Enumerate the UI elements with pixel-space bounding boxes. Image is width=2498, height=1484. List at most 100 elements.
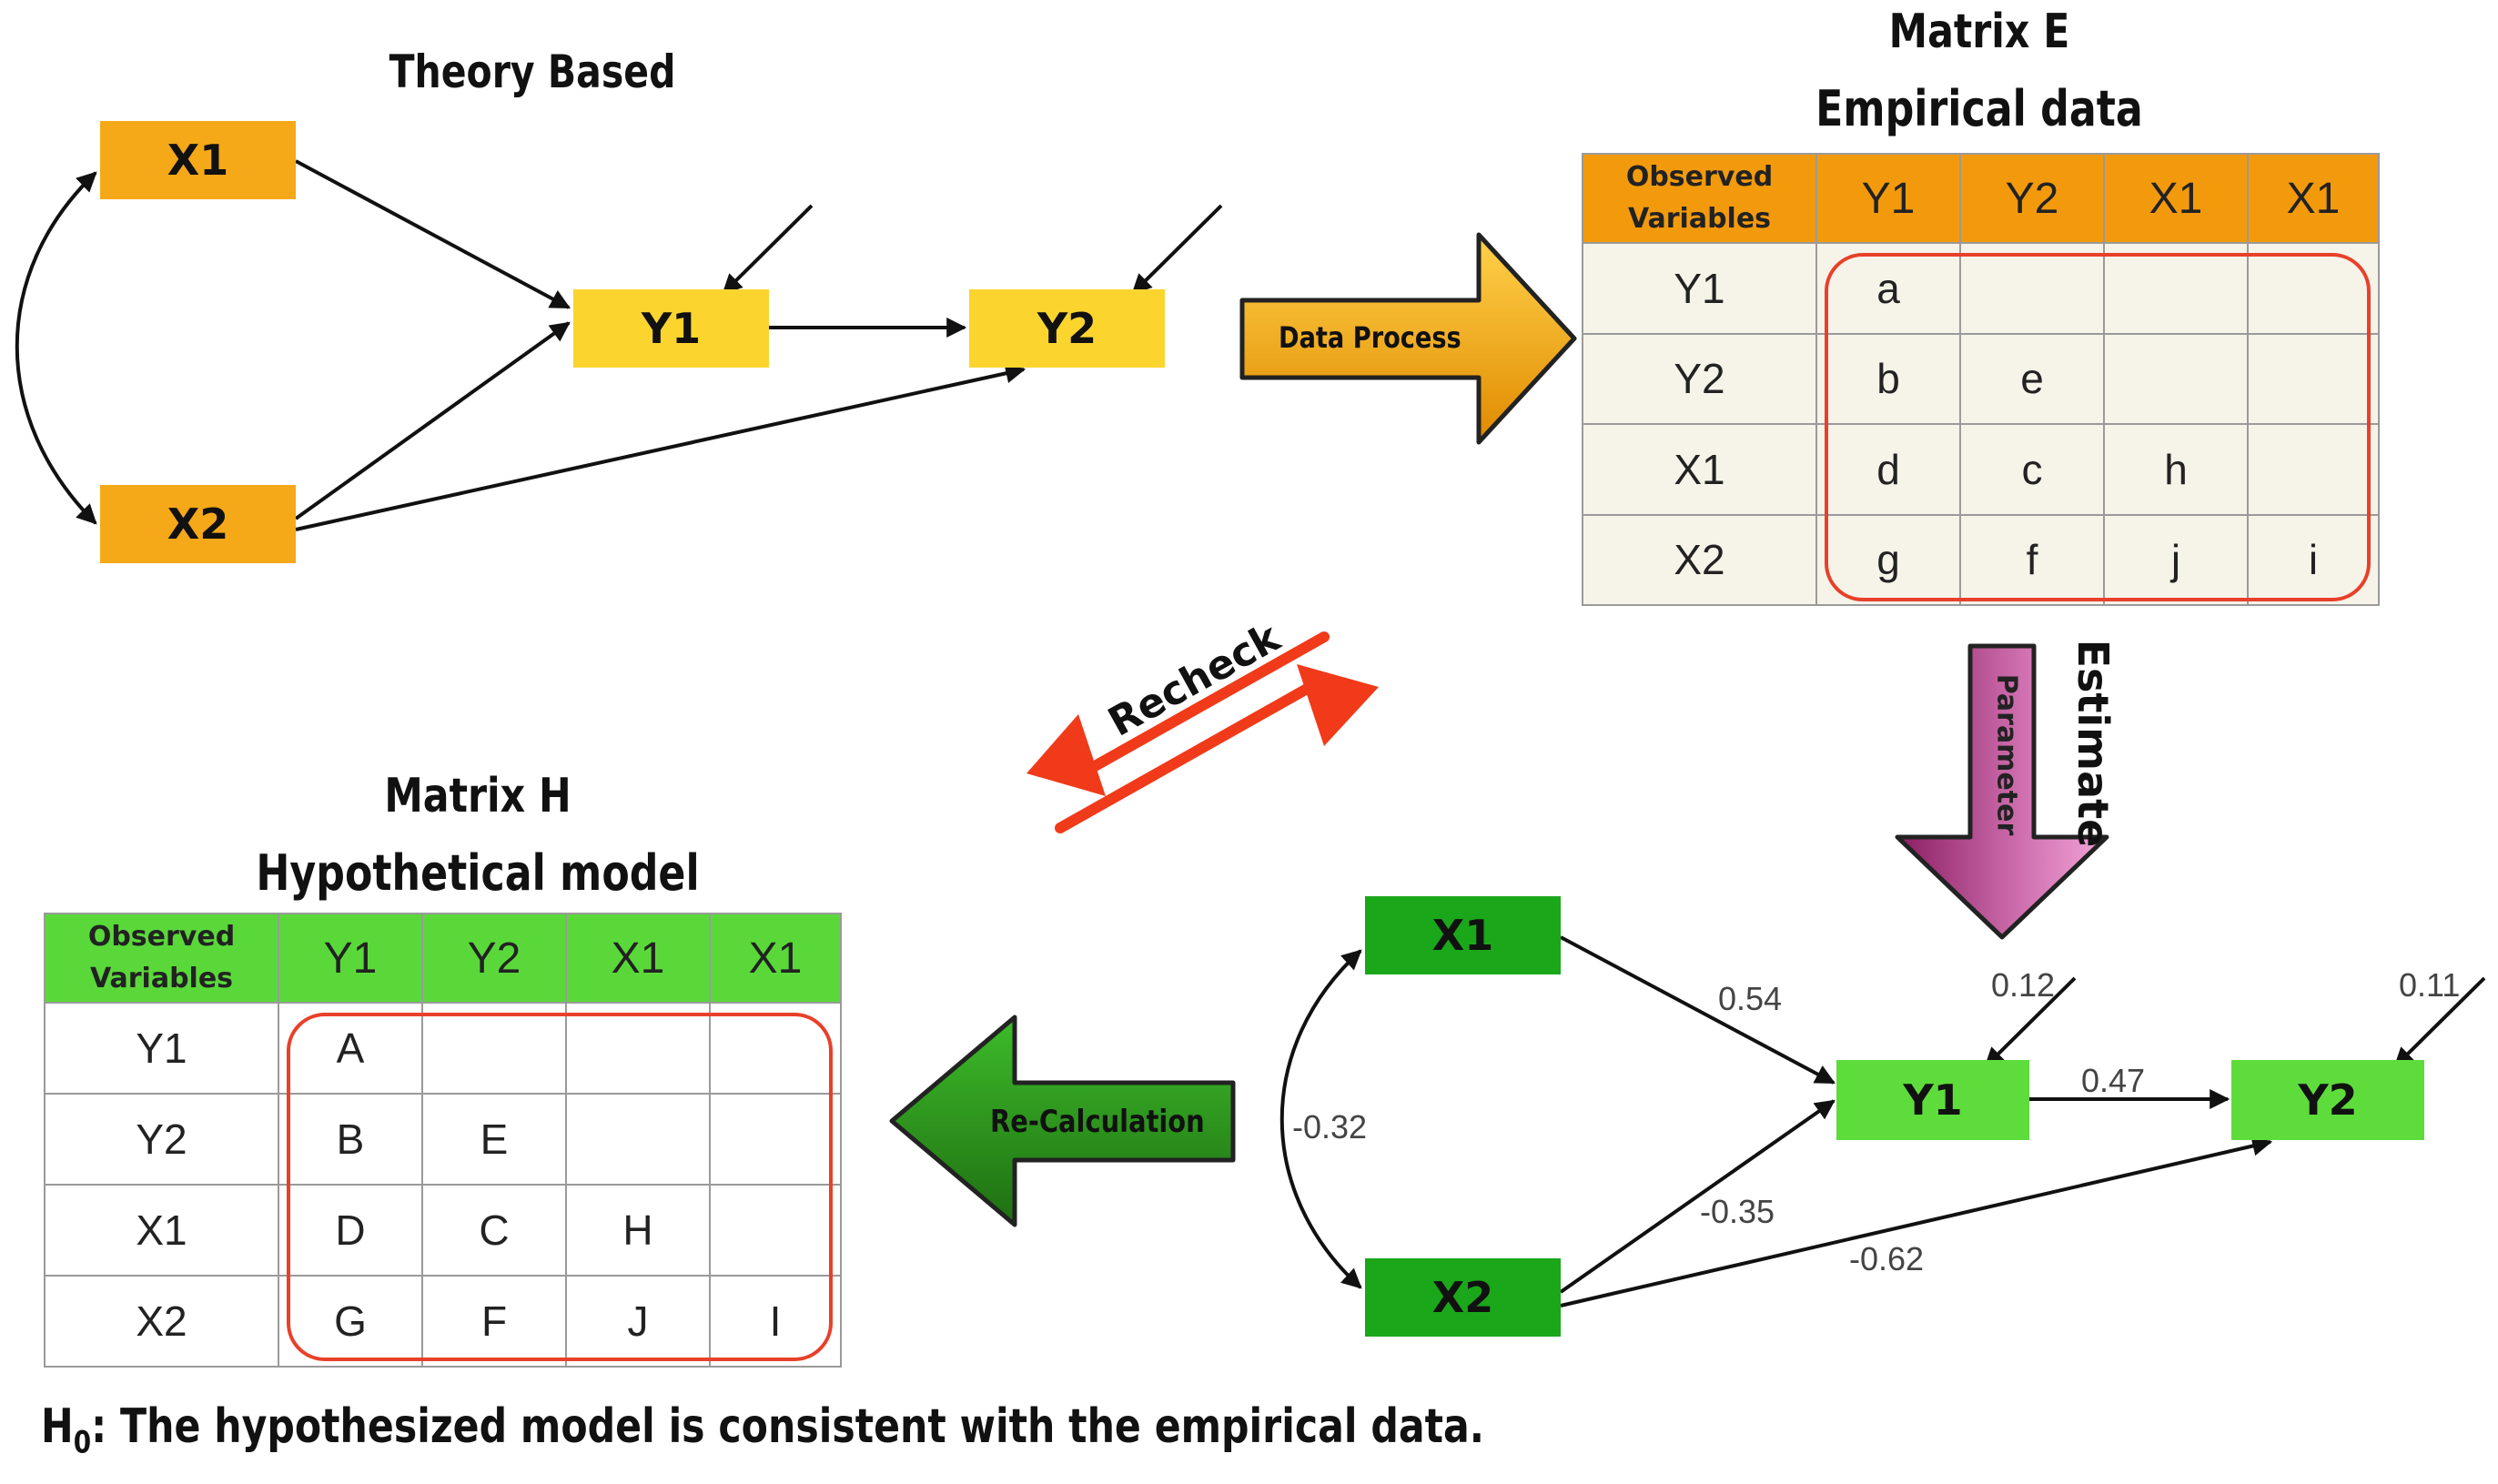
matrix-e-row-label: Y2	[1582, 332, 1817, 425]
data-process-label: Data Process	[1279, 320, 1461, 355]
recheck-arrow	[1055, 631, 1330, 833]
coef-x1-x2: -0.32	[1292, 1108, 1368, 1146]
coef-x2-y1: -0.35	[1700, 1193, 1775, 1230]
estimated-node-y1: Y1	[1836, 1060, 2029, 1140]
est-error-arrow-y1	[1984, 976, 2077, 1068]
matrix-e-col-header: Y1	[1815, 153, 1961, 244]
matrix-e-row: Y2 b e	[1582, 332, 2380, 425]
matrix-h-cell	[709, 1093, 842, 1186]
matrix-h-title: Matrix H	[384, 769, 571, 823]
matrix-e-row-label: Y1	[1582, 242, 1817, 335]
matrix-e-row: Y1 a	[1582, 242, 2380, 335]
estimate-parameter-arrow	[1895, 643, 2109, 940]
matrix-h-row-label: X1	[44, 1184, 279, 1277]
matrix-h-row: Y2 B E	[44, 1093, 842, 1186]
matrix-e-row-label: X2	[1582, 513, 1817, 606]
matrix-e-cell	[2103, 242, 2249, 335]
coef-error-y2: 0.11	[2399, 966, 2461, 1004]
matrix-e-cell: e	[1959, 332, 2105, 425]
matrix-h-cell: F	[421, 1275, 567, 1368]
matrix-h-subtitle: Hypothetical model	[256, 844, 700, 902]
coef-error-y1: 0.12	[1991, 966, 2056, 1004]
matrix-h-cell	[565, 1002, 711, 1095]
error-arrow-y2	[1131, 204, 1223, 295]
matrix-h-row: X2 G F J I	[44, 1275, 842, 1368]
matrix-h-cell: H	[565, 1184, 711, 1277]
coef-x2-y2: -0.62	[1849, 1240, 1925, 1277]
est-path-x2-y2	[1560, 1136, 2273, 1307]
theory-model-title: Theory Based	[389, 45, 676, 98]
matrix-e-cell	[1959, 242, 2105, 335]
matrix-h-cell: J	[565, 1275, 711, 1368]
matrix-h-row-label: Y1	[44, 1002, 279, 1095]
matrix-h-col-header: Y2	[421, 913, 567, 1004]
matrix-e-subtitle: Empirical data	[1815, 80, 2143, 137]
estimated-node-x2: X2	[1365, 1258, 1561, 1337]
hypothesis-statement: H0: The hypothesized model is consistent…	[41, 1399, 1484, 1460]
error-arrow-y1	[722, 204, 814, 295]
path-x1-y1	[295, 159, 571, 309]
matrix-h-row-label: X2	[44, 1275, 279, 1368]
hypothesis-symbol: H	[41, 1399, 74, 1454]
est-path-x1-y1	[1560, 935, 1836, 1085]
matrix-h-cell: E	[421, 1093, 567, 1186]
matrix-h-cell: I	[709, 1275, 842, 1368]
matrix-e-cell: f	[1959, 513, 2105, 606]
matrix-e-cell	[2247, 423, 2380, 516]
matrix-e-cell	[2103, 332, 2249, 425]
matrix-h-highlight-ring	[287, 1013, 833, 1361]
recheck-arrowheads	[1027, 664, 1379, 796]
matrix-h-col-header: X1	[565, 913, 711, 1004]
parameter-label: Parameter	[1990, 673, 2023, 836]
theory-connectors	[15, 159, 1223, 531]
matrix-h-col-header: Y1	[278, 913, 423, 1004]
matrix-h-row: X1 D C H	[44, 1184, 842, 1277]
coef-x1-y1: 0.54	[1718, 980, 1783, 1017]
est-error-arrow-y2	[2393, 976, 2486, 1068]
matrix-e-col-header: Y2	[1959, 153, 2105, 244]
path-x2-y1	[294, 321, 571, 520]
matrix-e-cell: j	[2103, 513, 2249, 606]
path-x2-y2	[295, 363, 1027, 531]
matrix-e-cell	[2247, 332, 2380, 425]
theory-node-y1: Y1	[573, 289, 769, 368]
coef-y1-y2: 0.47	[2081, 1062, 2146, 1099]
hypothesis-text: : The hypothesized model is consistent w…	[91, 1399, 1484, 1454]
matrix-e-highlight-ring	[1825, 253, 2371, 601]
est-covariance-x1-x2	[1279, 949, 1362, 1289]
matrix-e-cell: b	[1815, 332, 1961, 425]
matrix-e-col-header: X1	[2247, 153, 2380, 244]
matrix-h-cell	[421, 1002, 567, 1095]
data-process-arrow	[1239, 232, 1577, 445]
estimated-node-y2: Y2	[2231, 1060, 2424, 1140]
hypothesis-subscript: 0	[73, 1424, 92, 1461]
theory-node-y2: Y2	[969, 289, 1165, 368]
matrix-e-cell: c	[1959, 423, 2105, 516]
matrix-e-col-header: X1	[2103, 153, 2249, 244]
matrix-h-cell	[565, 1093, 711, 1186]
matrix-e-row-label: X1	[1582, 423, 1817, 516]
matrix-h-col-header: X1	[709, 913, 842, 1004]
matrix-e-title: Matrix E	[1888, 5, 2070, 59]
theory-node-x1: X1	[100, 121, 296, 199]
re-calculation-arrow	[889, 1015, 1236, 1227]
matrix-h-cell: C	[421, 1184, 567, 1277]
matrix-h-cell: B	[278, 1093, 423, 1186]
matrix-h-cell: D	[278, 1184, 423, 1277]
estimate-label: Estimate	[2068, 639, 2118, 848]
theory-node-x2: X2	[100, 485, 296, 563]
covariance-x1-x2	[15, 171, 97, 525]
re-calculation-label: Re-Calculation	[990, 1104, 1205, 1140]
matrix-e-row: X1 d c h	[1582, 423, 2380, 516]
matrix-e-cell: d	[1815, 423, 1961, 516]
matrix-h-cell	[709, 1184, 842, 1277]
estimated-node-x1: X1	[1365, 896, 1561, 974]
